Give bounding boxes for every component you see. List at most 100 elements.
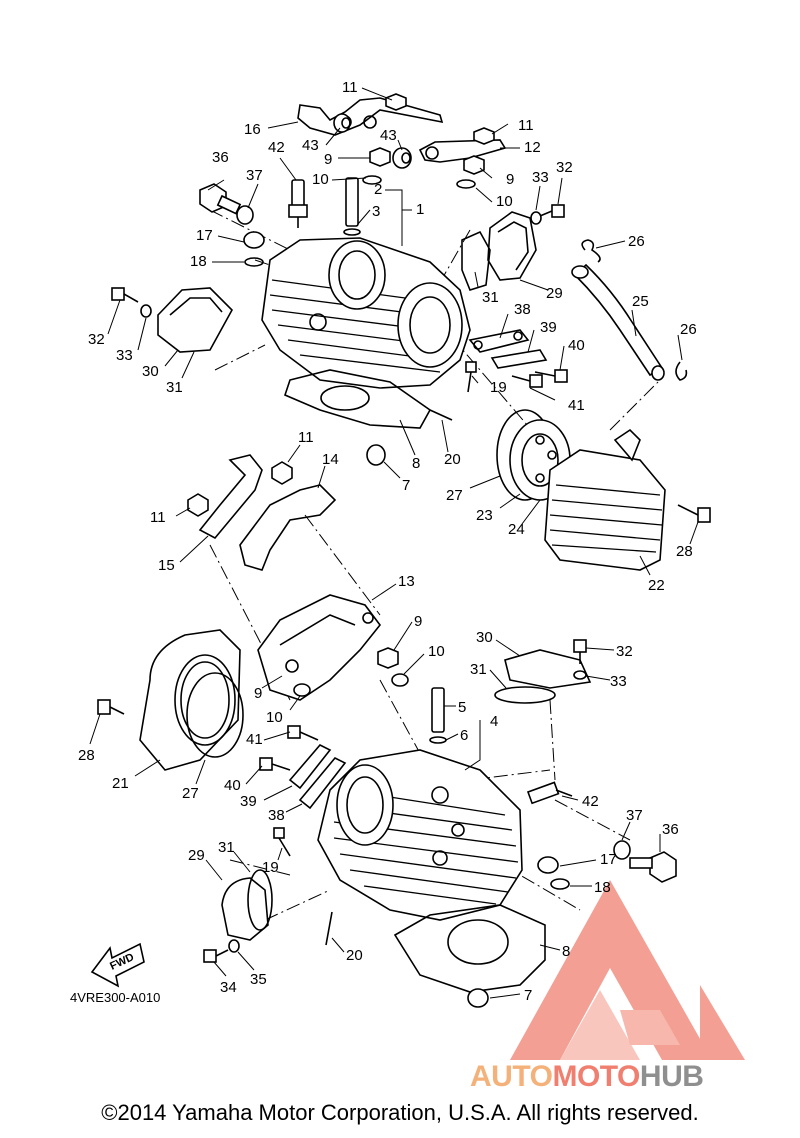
callout-28: 28 [676, 543, 693, 560]
side-cover-21[interactable] [139, 629, 241, 771]
bolt-41-lower[interactable] [287, 725, 319, 741]
bracket-14[interactable] [239, 484, 337, 571]
clip-6[interactable] [429, 736, 447, 744]
tappet-cover-30-upper[interactable] [157, 287, 233, 353]
gasket-37-upper[interactable] [236, 205, 254, 225]
callout-32: 32 [88, 331, 105, 348]
tappet-cover-30-lower[interactable] [504, 649, 592, 689]
nut-11-middle-a[interactable] [271, 461, 293, 485]
callout-31: 31 [218, 839, 235, 856]
washer-10-middle[interactable] [293, 673, 409, 697]
callout-34: 34 [220, 979, 237, 996]
head-gasket-8-upper[interactable] [284, 369, 432, 429]
union-bolt-36-lower[interactable] [629, 851, 677, 883]
o-ring-31-lower-left[interactable] [247, 869, 273, 931]
callout-19: 19 [490, 379, 507, 396]
bolt-41-upper[interactable] [511, 374, 543, 388]
cap-nut-17-lower[interactable] [537, 856, 559, 874]
head-gasket-8-lower[interactable] [393, 904, 546, 993]
cylinder-head-1[interactable] [261, 237, 471, 389]
callout-7: 7 [402, 477, 410, 494]
callout-41: 41 [568, 397, 585, 414]
callout-13: 13 [398, 573, 415, 590]
plate-38-upper[interactable] [468, 329, 530, 353]
callout-41: 41 [246, 731, 263, 748]
cylinder-22[interactable] [544, 428, 666, 571]
stud-20-lower[interactable] [325, 911, 333, 946]
bolt-32-upper-right[interactable] [539, 204, 565, 218]
stud-20-upper[interactable] [429, 409, 453, 421]
collar-43-right[interactable] [392, 147, 412, 169]
cap-nut-17-upper[interactable] [243, 231, 265, 267]
callout-16: 16 [244, 121, 261, 138]
nut-11-top[interactable] [385, 93, 407, 111]
valve-guide-5[interactable] [431, 687, 445, 733]
o-ring-31-lower[interactable] [494, 686, 556, 704]
bolt-28-upper[interactable] [677, 504, 711, 523]
plate-38-lower[interactable] [298, 757, 347, 810]
o-ring-27-lower[interactable] [186, 672, 244, 758]
cylinder-head-4[interactable] [317, 749, 523, 921]
callout-11: 11 [518, 117, 534, 134]
o-ring-31-upper[interactable] [461, 230, 491, 291]
bolt-40-upper[interactable] [534, 369, 568, 383]
callout-40: 40 [224, 777, 241, 794]
callout-27: 27 [182, 785, 199, 802]
spark-plug-42-upper[interactable] [288, 179, 308, 228]
callout-33: 33 [610, 673, 627, 690]
clip-26-upper[interactable] [581, 239, 601, 263]
callout-42: 42 [582, 793, 599, 810]
tappet-cover-29-upper[interactable] [487, 211, 537, 281]
callout-33: 33 [532, 169, 549, 186]
callout-21: 21 [112, 775, 129, 792]
nut-11-right[interactable] [473, 127, 495, 145]
washer-10-upper[interactable] [362, 175, 476, 189]
clip-3[interactable] [343, 228, 361, 236]
clip-26-lower[interactable] [675, 361, 688, 381]
callout-30: 30 [142, 363, 159, 380]
nut-11-middle-b[interactable] [187, 493, 209, 517]
washer-33-upper-right[interactable] [530, 211, 542, 225]
callout-28: 28 [78, 747, 95, 764]
bolt-40-lower[interactable] [259, 757, 291, 771]
plate-39-upper[interactable] [490, 349, 548, 369]
valve-guide-2[interactable] [345, 177, 359, 227]
washer-35[interactable] [228, 939, 240, 953]
bracket-15[interactable] [198, 454, 263, 540]
dowel-7-lower[interactable] [467, 988, 489, 1008]
bolt-34[interactable] [203, 949, 229, 963]
bolt-28-lower[interactable] [97, 699, 125, 715]
nut-9-upper-right[interactable] [463, 155, 485, 175]
rocker-bracket-16[interactable] [297, 97, 444, 136]
rocker-bracket-12[interactable] [418, 139, 507, 163]
callout-39: 39 [240, 793, 257, 810]
nut-9-upper-left[interactable] [369, 147, 391, 167]
union-bolt-36-upper[interactable] [199, 183, 242, 215]
washer-33-lower[interactable] [573, 670, 587, 680]
spark-plug-42-lower[interactable] [526, 781, 573, 805]
plate-39-lower[interactable] [288, 744, 332, 790]
bolt-19-lower[interactable] [273, 827, 291, 857]
nut-9-middle[interactable] [377, 647, 399, 669]
callout-8: 8 [412, 455, 420, 472]
callout-43: 43 [302, 137, 319, 154]
bracket-13[interactable] [257, 594, 382, 701]
bolt-32-upper-left[interactable] [111, 287, 139, 303]
washer-33-upper-left[interactable] [140, 304, 152, 318]
callout-1: 1 [416, 201, 424, 218]
bolt-19-upper[interactable] [465, 361, 477, 393]
callout-36: 36 [212, 149, 229, 166]
dowel-7-upper[interactable] [366, 444, 386, 466]
breather-hose-25[interactable] [571, 263, 665, 381]
callout-10: 10 [312, 171, 329, 188]
gasket-37-lower[interactable] [613, 840, 631, 860]
collar-43-left[interactable] [333, 113, 351, 133]
callout-10: 10 [266, 709, 283, 726]
tappet-cover-29-lower[interactable] [221, 877, 269, 941]
washer-18-lower[interactable] [550, 878, 570, 890]
bolt-32-lower[interactable] [573, 639, 587, 664]
callout-9: 9 [254, 685, 262, 702]
watermark-logo-icon [510, 880, 745, 1060]
callout-6: 6 [460, 727, 468, 744]
